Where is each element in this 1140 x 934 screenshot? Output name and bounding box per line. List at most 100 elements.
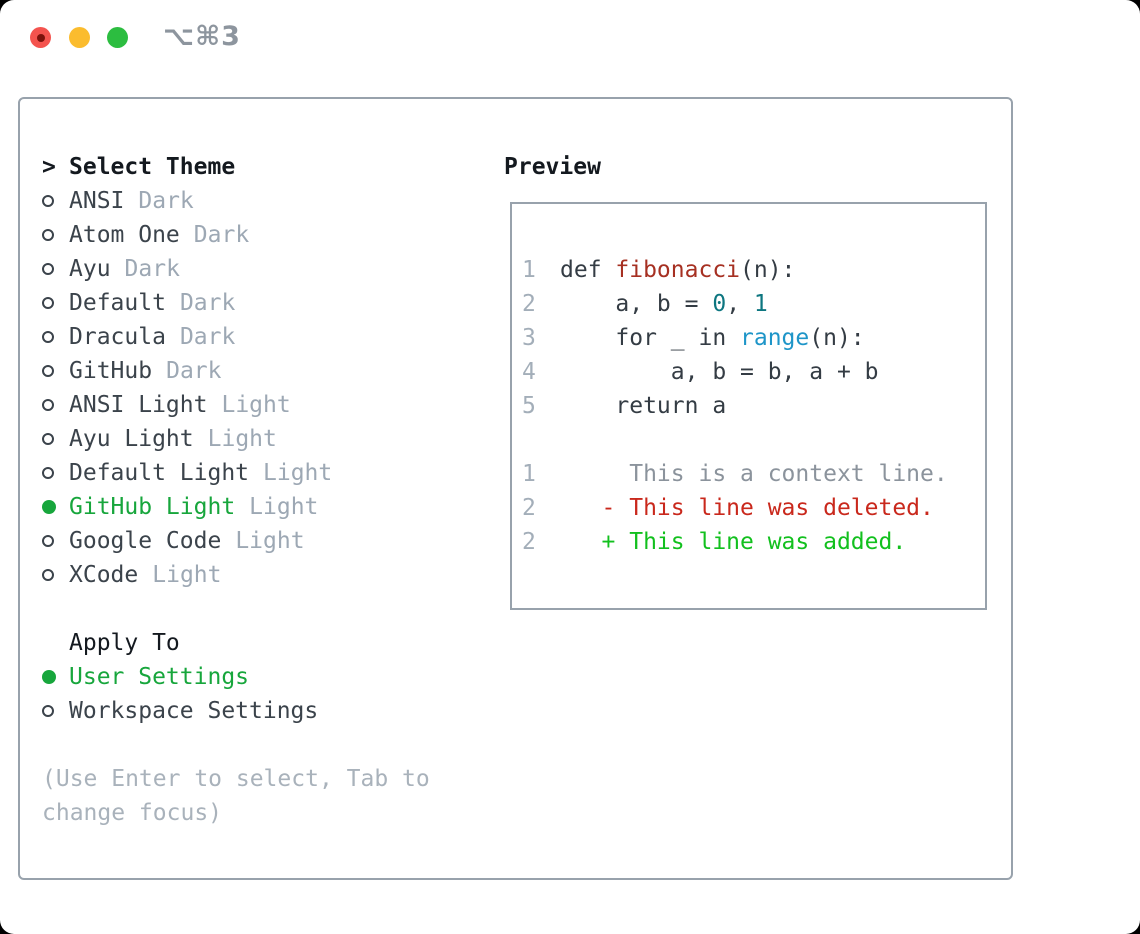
preview-line: 2 a, b = 0, 1	[522, 287, 985, 321]
theme-variant-tag: Dark	[124, 256, 180, 282]
preview-line: 5 return a	[522, 389, 985, 423]
theme-variant-tag: Dark	[166, 358, 222, 384]
theme-option-label: GitHub Light	[69, 494, 236, 520]
code-segment-deleted: - This line was deleted.	[560, 495, 934, 521]
preview-line: 3 for _ in range(n):	[522, 321, 985, 355]
apply-option-workspace-settings[interactable]: Workspace Settings	[42, 694, 430, 728]
radio-unselected-icon	[42, 365, 54, 377]
theme-variant-tag: Dark	[193, 222, 250, 248]
theme-option-label: ANSI	[69, 188, 125, 214]
radio-unselected-icon	[42, 467, 54, 479]
line-number: 5	[522, 393, 536, 419]
apply-to-title: Apply To	[69, 630, 180, 656]
gutter	[42, 297, 69, 309]
radio-selected-icon	[42, 500, 56, 514]
close-button[interactable]	[30, 27, 51, 48]
window-title: ⌥⌘3	[163, 21, 241, 52]
gutter	[42, 365, 69, 377]
theme-option-ayu-light[interactable]: Ayu Light Light	[42, 422, 430, 456]
selection-prompt-icon: >	[42, 154, 56, 180]
gutter	[42, 670, 69, 684]
preview-line: 4 a, b = b, a + b	[522, 355, 985, 389]
help-text-line: (Use Enter to select, Tab to	[42, 766, 430, 792]
theme-option-google-code[interactable]: Google Code Light	[42, 524, 430, 558]
theme-option-github[interactable]: GitHub Dark	[42, 354, 430, 388]
theme-option-dracula[interactable]: Dracula Dark	[42, 320, 430, 354]
code-segment-func: fibonacci	[615, 257, 741, 283]
theme-variant-tag: Light	[221, 392, 291, 418]
line-number: 3	[522, 325, 536, 351]
radio-unselected-icon	[42, 263, 54, 275]
theme-variant-tag: Light	[207, 426, 277, 452]
theme-option-label: Dracula	[69, 324, 166, 350]
code-segment-plain: (n):	[740, 257, 796, 283]
theme-option-label: Default	[69, 290, 166, 316]
theme-option-label: Atom One	[69, 222, 180, 248]
line-number: 1	[522, 257, 536, 283]
zoom-button[interactable]	[107, 27, 128, 48]
theme-variant-tag: Light	[249, 494, 319, 520]
theme-option-label: Google Code	[69, 528, 222, 554]
spacer	[42, 728, 430, 762]
minimize-button[interactable]	[69, 27, 90, 48]
code-segment-plain: for _ in	[560, 325, 741, 351]
theme-list-header: >Select Theme	[42, 150, 430, 184]
gutter	[42, 705, 69, 717]
code-segment-number: 1	[753, 291, 768, 317]
theme-option-default-light[interactable]: Default Light Light	[42, 456, 430, 490]
preview-line: 2 - This line was deleted.	[522, 491, 985, 525]
theme-variant-tag: Light	[235, 528, 305, 554]
radio-unselected-icon	[42, 331, 54, 343]
theme-option-atom-one[interactable]: Atom One Dark	[42, 218, 430, 252]
gutter	[42, 569, 69, 581]
theme-option-label: Ayu Light	[69, 426, 194, 452]
gutter	[42, 331, 69, 343]
gutter	[42, 433, 69, 445]
theme-variant-tag: Dark	[179, 290, 236, 316]
title-bar: ⌥⌘3	[0, 0, 1140, 75]
theme-option-label: Default Light	[69, 460, 250, 486]
spacer	[42, 592, 430, 626]
theme-variant-tag: Light	[263, 460, 333, 486]
radio-unselected-icon	[42, 535, 54, 547]
code-segment-plain: def	[560, 257, 616, 283]
code-segment-plain: ,	[726, 291, 754, 317]
radio-unselected-icon	[42, 705, 54, 717]
line-number: 2	[522, 529, 536, 555]
code-segment-context: This is a context line.	[560, 461, 948, 487]
theme-variant-tag: Light	[152, 562, 222, 588]
line-number: 1	[522, 461, 536, 487]
code-segment-builtin: range	[740, 325, 810, 351]
apply-option-user-settings[interactable]: User Settings	[42, 660, 430, 694]
gutter	[42, 535, 69, 547]
theme-option-github-light[interactable]: GitHub Light Light	[42, 490, 430, 524]
apply-to-header: Apply To	[42, 626, 430, 660]
radio-unselected-icon	[42, 297, 54, 309]
code-segment-plain: (n):	[809, 325, 865, 351]
gutter	[42, 399, 69, 411]
gutter	[42, 263, 69, 275]
apply-option-label: Workspace Settings	[69, 698, 319, 724]
gutter	[42, 195, 69, 207]
preview-title: Preview	[504, 154, 601, 180]
theme-variant-tag: Dark	[179, 324, 236, 350]
gutter	[42, 229, 69, 241]
radio-unselected-icon	[42, 399, 54, 411]
gutter	[42, 500, 69, 514]
theme-option-label: GitHub	[69, 358, 153, 384]
code-segment-plain: a, b = b, a + b	[560, 359, 879, 385]
theme-option-default[interactable]: Default Dark	[42, 286, 430, 320]
code-segment-plain: a, b =	[560, 291, 713, 317]
preview-line	[522, 423, 985, 457]
radio-unselected-icon	[42, 195, 54, 207]
